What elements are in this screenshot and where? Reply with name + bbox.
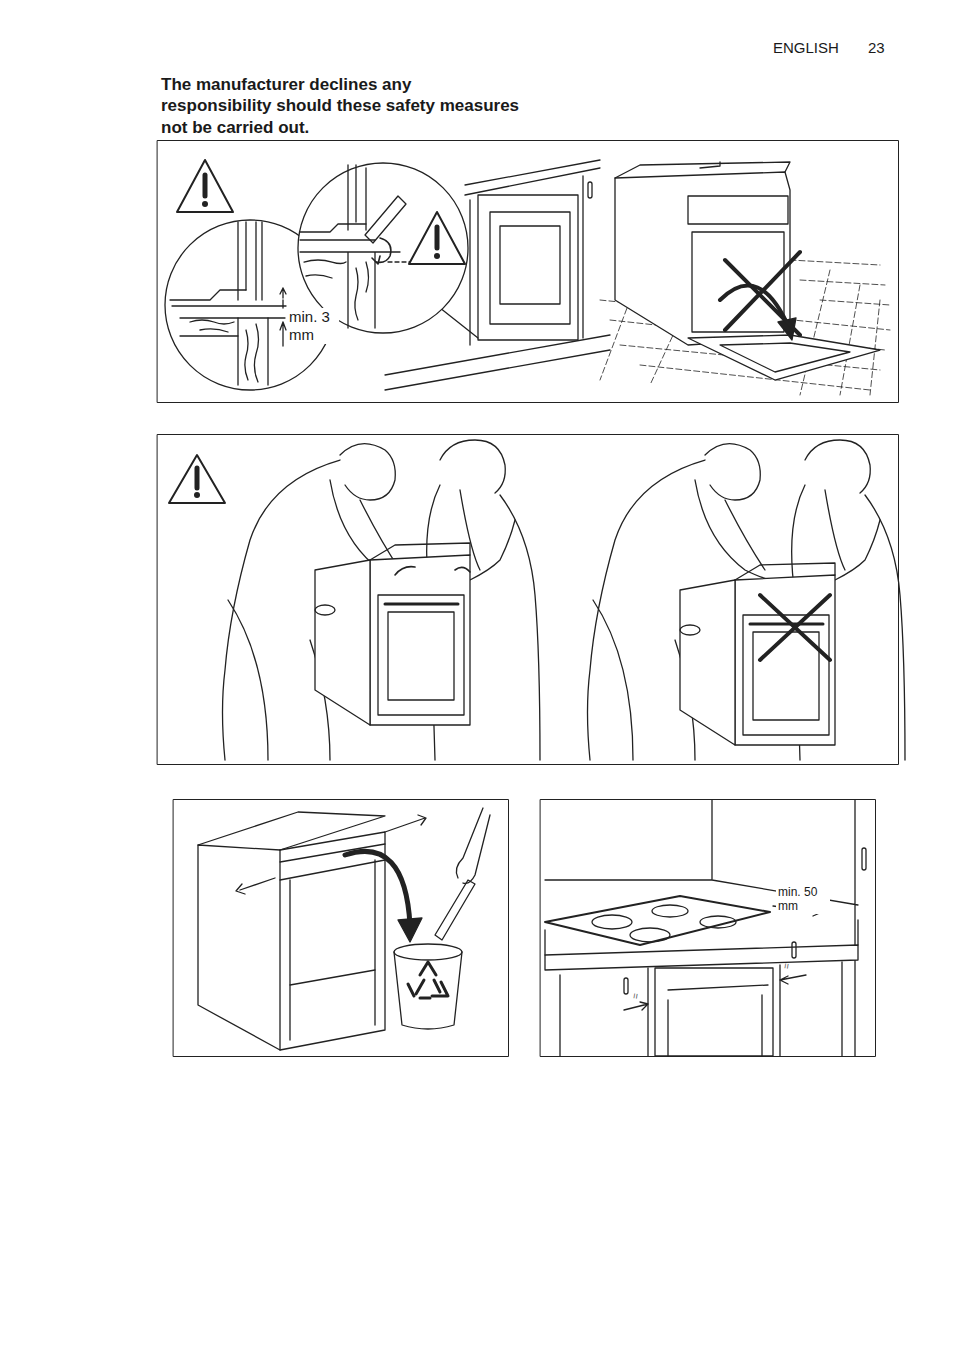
panel-frame bbox=[158, 141, 899, 403]
person-lifting bbox=[588, 440, 906, 760]
cross-mark bbox=[725, 252, 800, 335]
page-heading: The manufacturer declines any responsibi… bbox=[161, 74, 526, 138]
dimension-label: min. 50 mm bbox=[776, 885, 830, 914]
screw-arrows bbox=[236, 815, 426, 894]
panel-frame bbox=[158, 435, 899, 765]
kitchen-wall bbox=[545, 800, 858, 1056]
equal-mark: = bbox=[630, 992, 643, 1000]
recycle-bin bbox=[394, 944, 462, 1029]
warning-triangle bbox=[177, 160, 233, 212]
hob bbox=[545, 896, 770, 945]
warning-triangle bbox=[409, 212, 465, 264]
panel-frame bbox=[174, 800, 509, 1057]
panel-frame bbox=[541, 800, 876, 1057]
curved-arrow bbox=[345, 851, 422, 942]
equal-mark: = bbox=[781, 962, 794, 970]
oven-body bbox=[680, 563, 835, 745]
oven-open-door bbox=[615, 162, 880, 380]
oven-body bbox=[315, 543, 470, 725]
dimension-arrow bbox=[624, 975, 806, 1010]
hand-with-rail bbox=[435, 808, 490, 940]
cabinet bbox=[198, 812, 385, 1050]
person-lifting bbox=[223, 440, 541, 760]
dimension-label: min. 3 mm bbox=[287, 308, 339, 344]
kitchen-cabinets bbox=[560, 848, 866, 1056]
page-number: 23 bbox=[868, 39, 885, 57]
cross-mark bbox=[760, 595, 830, 660]
warning-triangle bbox=[169, 455, 225, 503]
hands bbox=[395, 567, 470, 575]
language-header: ENGLISH bbox=[773, 39, 839, 57]
